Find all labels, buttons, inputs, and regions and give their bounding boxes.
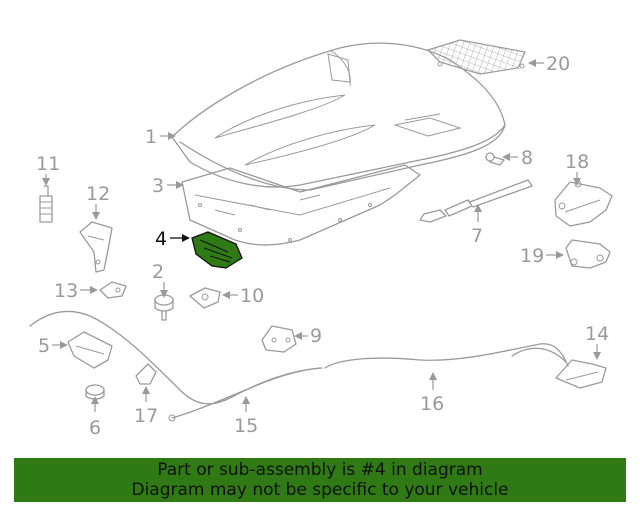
svg-text:5: 5: [38, 335, 50, 357]
callout-11: 11: [36, 153, 60, 186]
lock-support-bracket: [79, 221, 113, 273]
svg-text:12: 12: [86, 183, 110, 205]
svg-text:9: 9: [310, 325, 322, 347]
hood-bumper-stop: [39, 185, 53, 223]
svg-text:11: 11: [36, 153, 60, 175]
banner-line-part: Part or sub-assembly is #4 in diagram: [157, 460, 483, 480]
callout-20: 20: [528, 53, 570, 75]
callout-9: 9: [294, 325, 322, 347]
callout-10: 10: [222, 285, 264, 307]
callout-6: 6: [89, 396, 101, 439]
callout-18: 18: [565, 151, 589, 186]
hood-lock-assembly: [191, 231, 243, 269]
svg-text:8: 8: [521, 147, 533, 169]
callout-16: 16: [420, 372, 444, 415]
release-handle: [67, 331, 113, 369]
callout-2: 2: [152, 261, 168, 298]
svg-text:15: 15: [234, 415, 258, 437]
svg-text:4: 4: [155, 228, 167, 250]
callout-15: 15: [234, 396, 258, 437]
parts-diagram: 1 2 3 4 5 6 7 8 9 10: [29, 39, 613, 439]
hood-grille-mesh: [426, 39, 526, 75]
hood-support-strut: [419, 179, 533, 223]
svg-text:14: 14: [585, 323, 609, 345]
hood-striker: [99, 281, 127, 299]
svg-text:16: 16: [420, 393, 444, 415]
callout-1: 1: [145, 126, 176, 148]
callout-8: 8: [502, 147, 533, 169]
hood-hinge: [554, 180, 613, 227]
svg-text:18: 18: [565, 151, 589, 173]
callout-17: 17: [134, 386, 158, 427]
hood-clip: [485, 152, 505, 166]
info-banner: Part or sub-assembly is #4 in diagram Di…: [14, 458, 626, 502]
callout-3: 3: [152, 175, 184, 197]
svg-text:7: 7: [471, 225, 483, 247]
callout-14: 14: [585, 323, 609, 360]
callout-5: 5: [38, 335, 68, 357]
release-cable-rear: [324, 343, 569, 369]
svg-text:1: 1: [145, 126, 157, 148]
svg-text:19: 19: [520, 245, 544, 267]
hood-panel: [171, 42, 506, 191]
svg-text:6: 6: [89, 417, 101, 439]
release-lever: [189, 287, 221, 309]
cable-clip: [135, 363, 157, 385]
svg-text:2: 2: [152, 261, 164, 283]
hinge-bracket: [565, 239, 611, 269]
callout-7: 7: [471, 204, 483, 247]
banner-line-disclaimer: Diagram may not be specific to your vehi…: [131, 480, 509, 500]
hood-cushion: [154, 294, 174, 321]
svg-text:13: 13: [54, 280, 78, 302]
svg-text:17: 17: [134, 405, 158, 427]
rear-release-lever: [555, 359, 607, 389]
cable-bracket: [261, 325, 297, 353]
callout-13: 13: [54, 280, 98, 302]
callout-19: 19: [520, 245, 564, 267]
svg-text:10: 10: [240, 285, 264, 307]
callout-12: 12: [86, 183, 110, 220]
hood-inner-panel: [181, 164, 421, 246]
release-cable-front: [29, 310, 323, 422]
svg-text:20: 20: [546, 53, 570, 75]
callout-4: 4: [155, 228, 190, 250]
svg-text:3: 3: [152, 175, 164, 197]
